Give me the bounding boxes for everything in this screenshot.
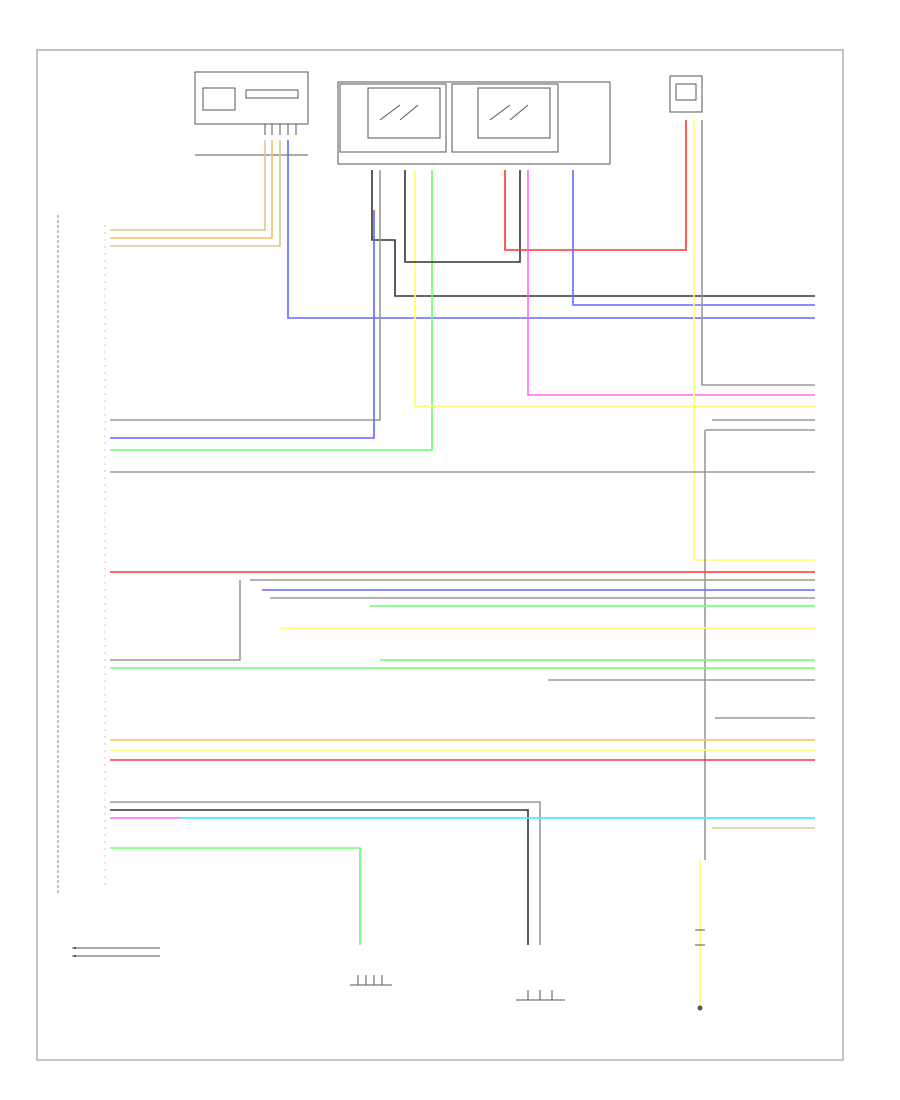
diagram-border: [36, 49, 844, 1061]
bottom-left-connector: [72, 946, 160, 958]
relay-module: [337, 81, 611, 165]
top-left-sensor: [194, 71, 309, 156]
top-right-sensor: [669, 75, 703, 113]
bottom-right-sensor: [695, 929, 705, 1011]
bottom-middle-connector-a: [350, 975, 392, 986]
bottom-middle-connector-b: [516, 990, 565, 1001]
wire-layer: [57, 120, 815, 1005]
